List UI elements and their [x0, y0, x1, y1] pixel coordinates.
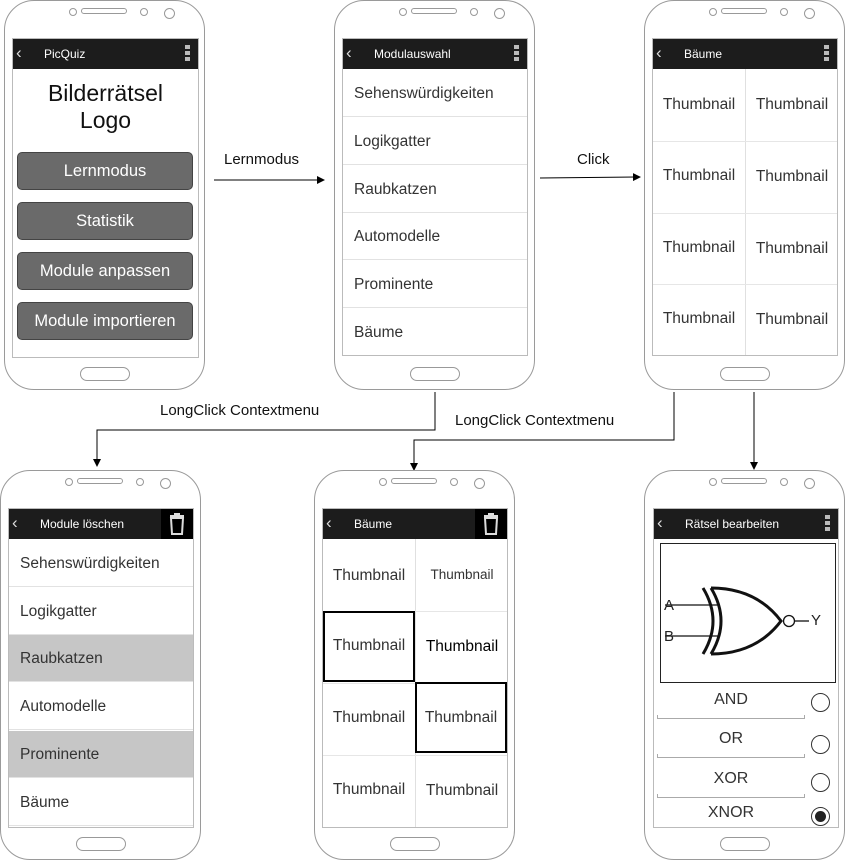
action-bar: ‹ Rätsel bearbeiten: [654, 509, 838, 539]
thumbnail-cell[interactable]: Thumbnail: [662, 239, 736, 256]
trash-icon[interactable]: [161, 509, 193, 539]
arrow-longclick-right: [410, 392, 675, 471]
thumbnail-cell[interactable]: Thumbnail: [755, 240, 829, 257]
back-chevron-icon[interactable]: ‹: [326, 513, 332, 532]
list-item[interactable]: Sehenswürdigkeiten: [9, 540, 193, 587]
home-button[interactable]: [390, 837, 440, 851]
back-chevron-icon[interactable]: ‹: [16, 43, 22, 62]
action-bar: ‹ Modulauswahl: [343, 39, 527, 69]
answer-option-and[interactable]: AND: [657, 691, 805, 721]
gate-output-label: Y: [811, 612, 822, 629]
phone-baeume-grid: ‹ Bäume Thumbnail Thumbnail Thumbnail Th…: [644, 0, 845, 390]
action-bar: ‹ Module löschen: [9, 509, 193, 539]
home-button[interactable]: [410, 367, 460, 381]
arrow-label-longclick-right: LongClick Contextmenu: [455, 412, 615, 429]
answer-option-or[interactable]: OR: [657, 730, 805, 760]
arrow-longclick-left: [93, 392, 436, 467]
radio-or[interactable]: [811, 735, 830, 754]
thumbnail-cell[interactable]: Thumbnail: [425, 638, 499, 655]
module-anpassen-button[interactable]: Module anpassen: [17, 252, 193, 290]
home-button[interactable]: [720, 837, 770, 851]
action-bar-title: Modulauswahl: [374, 47, 451, 61]
answer-option-xnor[interactable]: XNOR: [657, 804, 805, 827]
gate-input-a-label: A: [664, 597, 675, 614]
action-bar-title: Rätsel bearbeiten: [685, 517, 780, 531]
puzzle-image: A B Y: [660, 543, 836, 683]
module-loeschen-screen: ‹ Module löschen Sehenswürdigkeiten Logi…: [8, 508, 194, 828]
app-logo: Bilderrätsel Logo: [13, 80, 198, 134]
phone-module-loeschen: ‹ Module löschen Sehenswürdigkeiten Logi…: [0, 470, 201, 860]
thumbnail-cell-selected[interactable]: Thumbnail: [415, 682, 507, 753]
list-item[interactable]: Automodelle: [343, 213, 527, 260]
statistik-button[interactable]: Statistik: [17, 202, 193, 240]
baeume-grid-screen: ‹ Bäume Thumbnail Thumbnail Thumbnail Th…: [652, 38, 838, 356]
list-item-selected[interactable]: Prominente: [9, 731, 193, 778]
action-bar-title: Bäume: [684, 47, 723, 61]
baeume-select-screen: ‹ Bäume Thumbnail Thumbnail Thumbnail Th…: [322, 508, 508, 828]
action-bar-title: Module löschen: [40, 517, 125, 531]
list-item[interactable]: Automodelle: [9, 683, 193, 730]
modulauswahl-screen: ‹ Modulauswahl Sehenswürdigkeiten Logikg…: [342, 38, 528, 356]
thumbnail-cell[interactable]: Thumbnail: [662, 167, 736, 184]
trash-icon[interactable]: [475, 509, 507, 539]
phone-main-menu: ‹ PicQuiz Bilderrätsel Logo Lernmodus St…: [4, 0, 205, 390]
back-chevron-icon[interactable]: ‹: [12, 513, 18, 532]
list-item[interactable]: Prominente: [343, 261, 527, 308]
thumbnail-cell[interactable]: Thumbnail: [332, 781, 406, 798]
thumbnail-cell[interactable]: Thumbnail: [755, 168, 829, 185]
home-button[interactable]: [76, 837, 126, 851]
radio-and[interactable]: [811, 693, 830, 712]
radio-xnor-checked[interactable]: [811, 807, 830, 826]
lernmodus-button[interactable]: Lernmodus: [17, 152, 193, 190]
home-button[interactable]: [720, 367, 770, 381]
module-importieren-button[interactable]: Module importieren: [17, 302, 193, 340]
list-item[interactable]: Logikgatter: [9, 588, 193, 635]
list-item-selected[interactable]: Raubkatzen: [9, 635, 193, 682]
back-chevron-icon[interactable]: ‹: [656, 43, 662, 62]
gate-input-b-label: B: [664, 628, 675, 645]
thumbnail-cell[interactable]: Thumbnail: [332, 567, 406, 584]
list-item[interactable]: Raubkatzen: [343, 166, 527, 213]
list-item[interactable]: Sehenswürdigkeiten: [343, 70, 527, 117]
xor-gate-icon: [665, 586, 809, 656]
raetsel-screen: ‹ Rätsel bearbeiten A B Y AND OR XOR XNO…: [653, 508, 839, 828]
logo-line-1: Bilderrätsel: [47, 80, 164, 106]
thumbnail-cell[interactable]: Thumbnail: [332, 709, 406, 726]
thumbnail-cell[interactable]: Thumbnail: [425, 782, 499, 799]
home-button[interactable]: [80, 367, 130, 381]
thumbnail-cell[interactable]: Thumbnail: [662, 96, 736, 113]
phone-raetsel-bearbeiten: ‹ Rätsel bearbeiten A B Y AND OR XOR XNO…: [644, 470, 845, 860]
logo-line-2: Logo: [79, 107, 132, 133]
back-chevron-icon[interactable]: ‹: [346, 43, 352, 62]
thumbnail-cell[interactable]: Thumbnail: [755, 311, 829, 328]
arrow-click: [539, 173, 641, 182]
main-menu-screen: ‹ PicQuiz Bilderrätsel Logo Lernmodus St…: [12, 38, 199, 358]
overflow-menu-icon[interactable]: [185, 45, 190, 63]
thumbnail-cell-selected[interactable]: Thumbnail: [323, 611, 415, 682]
overflow-menu-icon[interactable]: [825, 515, 830, 533]
radio-xor[interactable]: [811, 773, 830, 792]
action-bar: ‹ PicQuiz: [13, 39, 198, 69]
action-bar-title: PicQuiz: [44, 47, 86, 61]
thumbnail-cell[interactable]: Thumbnail: [662, 310, 736, 327]
list-item[interactable]: Logikgatter: [343, 118, 527, 165]
answer-option-xor[interactable]: XOR: [657, 770, 805, 800]
action-bar: ‹ Bäume: [323, 509, 507, 539]
phone-modulauswahl: ‹ Modulauswahl Sehenswürdigkeiten Logikg…: [334, 0, 535, 390]
action-bar-title: Bäume: [354, 517, 393, 531]
overflow-menu-icon[interactable]: [514, 45, 519, 63]
list-item[interactable]: Bäume: [343, 309, 527, 355]
arrow-label-click: Click: [577, 151, 610, 168]
action-bar: ‹ Bäume: [653, 39, 837, 69]
list-item[interactable]: Bäume: [9, 779, 193, 826]
back-chevron-icon[interactable]: ‹: [657, 513, 663, 532]
overflow-menu-icon[interactable]: [824, 45, 829, 63]
thumbnail-cell[interactable]: Thumbnail: [755, 96, 829, 113]
arrow-label-longclick-left: LongClick Contextmenu: [160, 402, 320, 419]
phone-baeume-select: ‹ Bäume Thumbnail Thumbnail Thumbnail Th…: [314, 470, 515, 860]
thumbnail-cell[interactable]: Thumbnail: [430, 567, 494, 582]
arrow-label-lernmodus: Lernmodus: [224, 151, 300, 168]
